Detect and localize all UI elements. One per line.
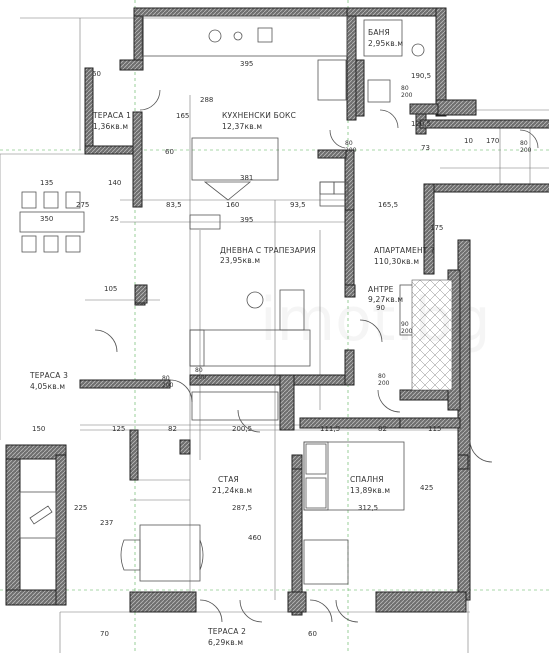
dim-425: 425 [420,484,433,492]
hall-name: АНТРЕ [368,285,394,294]
dimension-labels: 395 288 165 381 135 140 83,5 160 93,5 16… [32,60,499,638]
bath-area: 2,95кв.м [368,39,403,48]
dim-287-5: 287,5 [232,504,252,512]
dim-82b: 82 [378,425,387,433]
dim-120-5: 120,5 [411,120,431,128]
dim-170: 170 [486,137,499,145]
dim-25: 25 [110,215,119,223]
dim-395-mid: 395 [240,216,253,224]
dim-381: 381 [240,174,253,182]
dim-111-5: 111,5 [320,425,340,433]
dim-237: 237 [100,519,113,527]
dim-350: 350 [40,215,53,223]
dim-90: 90 [376,304,385,312]
dim-312-5: 312,5 [358,504,378,512]
apartment-name: АПАРТАМЕНТ 7 [374,246,435,255]
dim-60: 60 [165,148,174,156]
terrace2-area: 6,29кв.м [208,638,243,647]
apartment-area: 110,30кв.м [374,257,419,266]
terrace3-area: 4,05кв.м [30,382,65,391]
dim-135: 135 [40,179,53,187]
dim-10: 10 [464,137,473,145]
dim-82a: 82 [168,425,177,433]
watermark: imot.bg [260,285,491,355]
kitchen-name: КУХНЕНСКИ БОКС [222,111,296,120]
furniture [19,15,447,585]
dim-115: 115 [428,425,441,433]
dim-225: 225 [74,504,87,512]
dim-165: 165 [176,112,189,120]
columns [134,284,469,470]
dim-150: 150 [32,425,45,433]
dim-60c: 60 [92,70,101,78]
dim-73: 73 [421,144,430,152]
door-swings [94,89,539,623]
dim-200-5: 200,5 [232,425,252,433]
terrace3-name: ТЕРАСА 3 [29,371,68,380]
dim-165-5: 165,5 [378,201,398,209]
dim-93-5: 93,5 [290,201,306,209]
dim-125: 125 [112,425,125,433]
hall-tiles [411,279,453,391]
hall-area: 9,27кв.м [368,295,403,304]
terrace1-name: ТЕРАСА 1 [92,111,131,120]
dim-288: 288 [200,96,213,104]
dim-395-top: 395 [240,60,253,68]
room-name: СТАЯ [218,475,239,484]
dim-60b: 60 [308,630,317,638]
kitchen-area: 12,37кв.м [222,122,262,131]
terrace2-name: ТЕРАСА 2 [207,627,246,636]
bath-name: БАНЯ [368,28,390,37]
dim-105: 105 [104,285,117,293]
bedroom-name: СПАЛНЯ [350,475,384,484]
dim-460: 460 [248,534,261,542]
bedroom-area: 13,89кв.м [350,486,390,495]
dim-275: 275 [76,201,89,209]
dim-175: 175 [430,224,443,232]
room-labels: ТЕРАСА 1 1,36кв.м КУХНЕНСКИ БОКС 12,37кв… [29,28,435,647]
dim-160: 160 [226,201,239,209]
dim-70: 70 [100,630,109,638]
dim-190-5: 190,5 [411,72,431,80]
terrace1-area: 1,36кв.м [93,122,128,131]
room-area: 21,24кв.м [212,486,252,495]
walls [5,7,549,616]
dim-83-5: 83,5 [166,201,182,209]
dim-140: 140 [108,179,121,187]
living-name: ДНЕВНА С ТРАПЕЗАРИЯ [220,246,316,255]
living-area: 23,95кв.м [220,256,260,265]
